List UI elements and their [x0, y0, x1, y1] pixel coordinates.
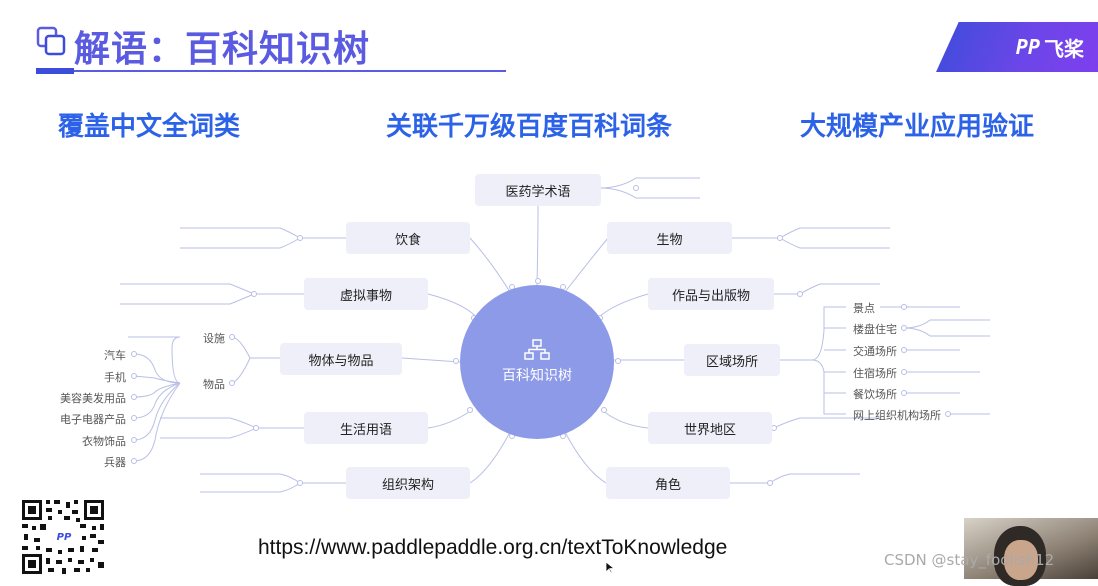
- headline-1: 覆盖中文全词类: [58, 112, 241, 142]
- webcam-face: [1004, 540, 1038, 580]
- node-virtual: 虚拟事物: [304, 278, 428, 310]
- qr-logo-mark: PP: [57, 532, 72, 543]
- node-food: 饮食: [346, 222, 470, 254]
- node-objects: 物体与物品: [280, 343, 402, 375]
- leaf-beauty: 美容美发用品: [60, 392, 126, 405]
- node-works: 作品与出版物: [648, 278, 774, 310]
- tree-center: 百科知识树: [460, 285, 614, 439]
- webcam-overlay: [964, 518, 1098, 586]
- node-biology: 生物: [607, 222, 732, 254]
- title-underline-accent: [36, 68, 74, 74]
- leaf-online-org: 网上组织机构场所: [853, 409, 941, 422]
- leaf-electronics: 电子电器产品: [60, 413, 126, 426]
- leaf-attraction: 景点: [853, 302, 875, 315]
- node-daily: 生活用语: [304, 412, 428, 444]
- leaf-lodging: 住宿场所: [853, 367, 897, 380]
- node-world: 世界地区: [648, 412, 772, 444]
- qr-code: PP: [20, 498, 106, 576]
- slide-title: 解语：百科知识树: [74, 29, 371, 70]
- headline-2: 关联千万级百度百科词条: [386, 112, 673, 142]
- node-org: 组织架构: [346, 467, 470, 499]
- url-text[interactable]: https://www.paddlepaddle.org.cn/textToKn…: [258, 536, 728, 559]
- cursor-icon: [606, 562, 614, 574]
- window-icon: [36, 26, 66, 56]
- headline-3: 大规模产业应用验证: [800, 112, 1035, 142]
- leaf-goods: 物品: [203, 378, 225, 391]
- leaf-car: 汽车: [104, 349, 126, 362]
- leaf-transport: 交通场所: [853, 345, 897, 358]
- logo-text: 飞桨: [1044, 36, 1084, 61]
- center-label: 百科知识树: [502, 368, 572, 384]
- slide-title-area: 解语：百科知识树: [36, 18, 506, 76]
- leaf-residential: 楼盘住宅: [853, 323, 897, 336]
- node-medical: 医药学术语: [475, 174, 601, 206]
- title-underline: [36, 70, 506, 72]
- node-region: 区域场所: [684, 344, 780, 376]
- node-role: 角色: [606, 467, 730, 499]
- leaf-clothing: 衣物饰品: [82, 435, 126, 448]
- leaf-dining: 餐饮场所: [853, 388, 897, 401]
- leaf-phone: 手机: [104, 371, 126, 384]
- leaf-facility: 设施: [203, 332, 225, 345]
- leaf-weapon: 兵器: [104, 456, 126, 469]
- paddle-logo: PP 飞桨: [936, 22, 1098, 72]
- tree-icon: [524, 339, 550, 360]
- logo-mark: PP: [1015, 35, 1040, 59]
- watermark: CSDN @stay_foolish12: [884, 551, 1055, 569]
